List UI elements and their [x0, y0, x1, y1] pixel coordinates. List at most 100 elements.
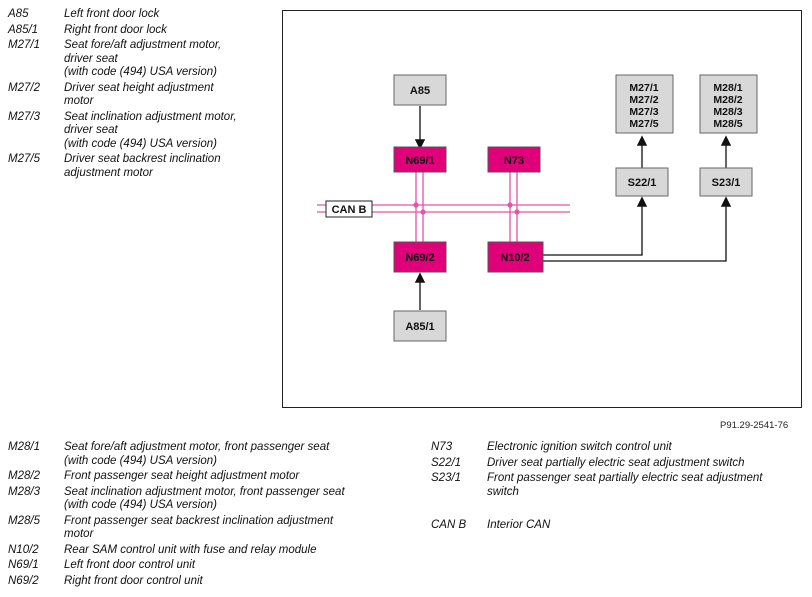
legend-gap [431, 501, 801, 519]
legend-code: N69/2 [8, 574, 39, 587]
legend-code: M28/5 [8, 514, 40, 527]
legend-code: S23/1 [431, 472, 462, 484]
connections [414, 106, 732, 310]
legend-description-line: Seat inclination adjustment motor, [64, 110, 237, 123]
legend-description-line: Driver seat backrest inclination [64, 153, 221, 165]
legend-bottom-left: M28/1 Seat fore/aft adjustment motor, fro… [8, 441, 388, 590]
box-n10-2-label: N10/2 [500, 252, 529, 264]
group-item-label: M27/3 [629, 106, 658, 118]
legend-item: N10/2 Rear SAM control unit with fuse and… [8, 544, 388, 558]
legend-description-line: (with code (494) USA version) [64, 137, 217, 150]
legend-description-line: adjustment motor [64, 166, 153, 179]
legend-item: A85 Left front door lock [8, 8, 270, 22]
group-item-label: M28/5 [713, 118, 742, 130]
legend-description-line: Electronic ignition switch control unit [487, 441, 672, 453]
legend-item: CAN B Interior CAN [431, 519, 801, 533]
box-s22-1-label: S22/1 [628, 177, 657, 189]
box-n69-2-label: N69/2 [405, 252, 434, 264]
legend-code: A85/1 [8, 23, 39, 36]
legend-code: S22/1 [431, 456, 462, 469]
legend-code: CAN B [431, 519, 467, 531]
legend-code: N69/1 [8, 559, 39, 571]
legend-description: Right front door lock [64, 24, 270, 38]
box-s23-1-label: S23/1 [712, 177, 741, 189]
legend-description-line: Seat fore/aft adjustment motor, front pa… [64, 441, 330, 453]
diagram-frame: CAN B A85 A85/1 N69/1 N69/2 [282, 10, 802, 408]
group-item-label: M27/2 [629, 94, 658, 106]
legend-description: Seat inclination adjustment motor, front… [64, 486, 388, 513]
legend-code: M28/1 [8, 441, 40, 453]
legend-description: Electronic ignition switch control unit [487, 441, 801, 455]
legend-description: Front passenger seat height adjustment m… [64, 470, 388, 484]
legend-item: M27/3 Seat inclination adjustment motor,d… [8, 111, 270, 152]
can-junctions [413, 202, 520, 215]
legend-description-line: driver seat [64, 124, 118, 136]
box-a85-1-label: A85/1 [405, 321, 434, 333]
legend-description-line: Rear SAM control unit with fuse and rela… [64, 543, 317, 556]
legend-description-line: Interior CAN [487, 519, 551, 531]
box-n69-1-label: N69/1 [405, 155, 434, 167]
legend-description-line: motor [64, 95, 94, 107]
legend-item: M28/2 Front passenger seat height adjustm… [8, 470, 388, 484]
box-a85-1: A85/1 [393, 310, 447, 342]
legend-item: N69/1 Left front door control unit [8, 559, 388, 573]
legend-description: Left front door lock [64, 8, 270, 22]
legend-description-line: Left front door control unit [64, 559, 196, 571]
legend-description: Seat fore/aft adjustment motor, front pa… [64, 441, 388, 468]
box-n10-2: N10/2 [487, 241, 544, 273]
legend-description-line: motor [64, 528, 94, 540]
legend-description-line: (with code (494) USA version) [64, 454, 217, 467]
legend-item: M28/5 Front passenger seat backrest incli… [8, 515, 388, 542]
legend-description-line: (with code (494) USA version) [64, 66, 217, 78]
legend-bottom-right: N73 Electronic ignition switch control un… [431, 441, 801, 535]
legend-item: M28/1 Seat fore/aft adjustment motor, fro… [8, 441, 388, 468]
legend-code: M27/1 [8, 39, 40, 51]
box-a85-label: A85 [410, 85, 430, 97]
legend-item: A85/1 Right front door lock [8, 24, 270, 38]
legend-code: M27/2 [8, 81, 40, 94]
box-n73: N73 [487, 146, 541, 173]
legend-item: N73 Electronic ignition switch control un… [431, 441, 801, 455]
legend-code: M28/2 [8, 470, 40, 482]
group-item-label: M28/2 [713, 94, 742, 106]
legend-description-line: Right front door control unit [64, 574, 203, 587]
box-s22-1: S22/1 [615, 167, 669, 197]
box-n69-2: N69/2 [393, 241, 447, 273]
wire-n10-2-to-s22-1 [543, 196, 648, 256]
box-n69-1: N69/1 [393, 146, 447, 173]
group-item-label: M28/1 [713, 82, 742, 94]
legend-description-line: Right front door lock [64, 23, 167, 36]
legend-code: A85 [8, 8, 29, 20]
legend-description: Right front door control unit [64, 575, 388, 589]
legend-description-line: switch [487, 485, 519, 498]
legend-description-line: (with code (494) USA version) [64, 499, 217, 511]
legend-description-line: Seat fore/aft adjustment motor, [64, 39, 222, 51]
legend-description: Driver seat partially electric seat adju… [487, 457, 801, 471]
legend-description-line: Front passenger seat backrest inclinatio… [64, 514, 334, 527]
legend-description: Interior CAN [487, 519, 801, 533]
can-b-label: CAN B [325, 200, 373, 218]
group-item-label: M27/5 [629, 118, 658, 130]
box-s23-1: S23/1 [699, 167, 753, 197]
can-b-label-text: CAN B [332, 204, 367, 216]
legend-description-line: Left front door lock [64, 8, 160, 20]
box-n73-label: N73 [504, 155, 524, 167]
legend-code: M28/3 [8, 485, 40, 498]
legend-item: S22/1 Driver seat partially electric seat… [431, 457, 801, 471]
legend-code: N10/2 [8, 543, 39, 556]
legend-description: Seat inclination adjustment motor,driver… [64, 111, 270, 152]
legend-description: Front passenger seat backrest inclinatio… [64, 515, 388, 542]
legend-code: N73 [431, 441, 453, 453]
legend-code: M27/3 [8, 110, 40, 123]
legend-description-line: Driver seat height adjustment [64, 81, 214, 94]
reference-code: P91.29-2541-76 [720, 420, 789, 431]
